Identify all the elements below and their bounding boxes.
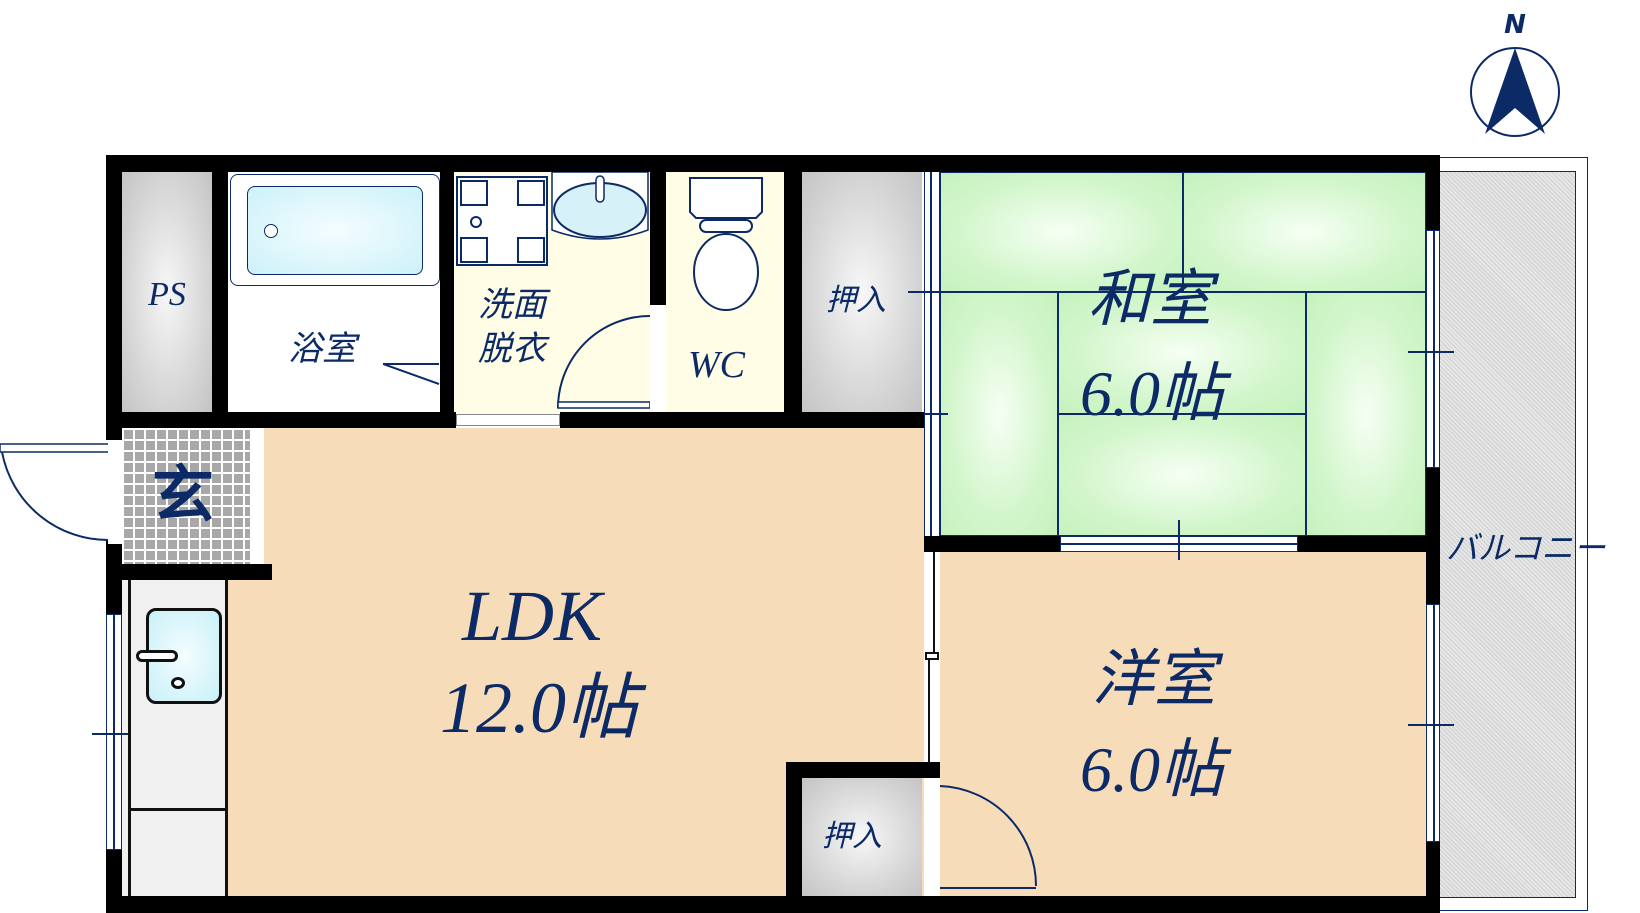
western-room bbox=[940, 552, 1426, 896]
japanese-room-size: 6.0帖 bbox=[1080, 358, 1224, 429]
bathroom-label: 浴室 bbox=[288, 329, 356, 369]
toilet-icon bbox=[689, 177, 763, 311]
washroom: 洗面 脱衣 bbox=[454, 172, 651, 414]
japanese-room: 和室 6.0帖 bbox=[940, 172, 1426, 536]
bath-door-icon bbox=[383, 363, 440, 385]
entrance-label: 玄 bbox=[152, 458, 215, 531]
entrance-door-icon[interactable] bbox=[0, 440, 124, 544]
japanese-room-sliding-door[interactable] bbox=[924, 172, 940, 536]
compass: N bbox=[1460, 8, 1570, 138]
japanese-room-balcony-window[interactable] bbox=[1426, 230, 1440, 468]
closet-bottom-label: 押入 bbox=[822, 819, 882, 854]
closet-bottom: 押入 bbox=[802, 778, 922, 896]
ps-label: PS bbox=[148, 276, 186, 313]
bathroom: 浴室 bbox=[228, 172, 450, 412]
wc-room: WC bbox=[666, 172, 784, 412]
wall-top bbox=[106, 155, 1440, 172]
balcony-floor bbox=[1440, 171, 1576, 898]
western-room-balcony-window[interactable] bbox=[1426, 604, 1440, 842]
closet-top-label: 押入 bbox=[826, 283, 886, 318]
western-room-name: 洋室 bbox=[1092, 642, 1217, 715]
wall-bottom bbox=[106, 896, 1440, 913]
ldk-name: LDK bbox=[462, 576, 603, 656]
ldk-size: 12.0帖 bbox=[440, 668, 639, 748]
washing-machine-icon bbox=[456, 176, 548, 266]
wall-left-upper bbox=[106, 155, 122, 440]
closet-top: 押入 bbox=[802, 172, 922, 412]
bathtub-icon bbox=[230, 174, 440, 286]
compass-north-label: N bbox=[1504, 10, 1526, 40]
western-room-door-icon[interactable] bbox=[924, 778, 1044, 902]
washroom-label-line2: 脱衣 bbox=[478, 329, 546, 369]
wash-basin-icon bbox=[551, 172, 649, 240]
wc-label: WC bbox=[688, 344, 745, 386]
kitchen-window[interactable] bbox=[106, 614, 122, 850]
japanese-room-name: 和室 bbox=[1088, 262, 1213, 335]
western-room-size: 6.0帖 bbox=[1080, 734, 1224, 805]
washroom-label-line1: 洗面 bbox=[478, 285, 546, 325]
ps-space: PS bbox=[122, 172, 212, 412]
faucet-icon bbox=[136, 650, 178, 662]
north-arrow-icon bbox=[1470, 47, 1560, 137]
washroom-door-icon bbox=[557, 315, 651, 409]
washroom-sill bbox=[456, 414, 560, 426]
ldk-western-sliding-door[interactable] bbox=[924, 552, 940, 762]
balcony-label: バルコニー bbox=[1446, 529, 1606, 567]
entrance: 玄 bbox=[122, 428, 250, 564]
